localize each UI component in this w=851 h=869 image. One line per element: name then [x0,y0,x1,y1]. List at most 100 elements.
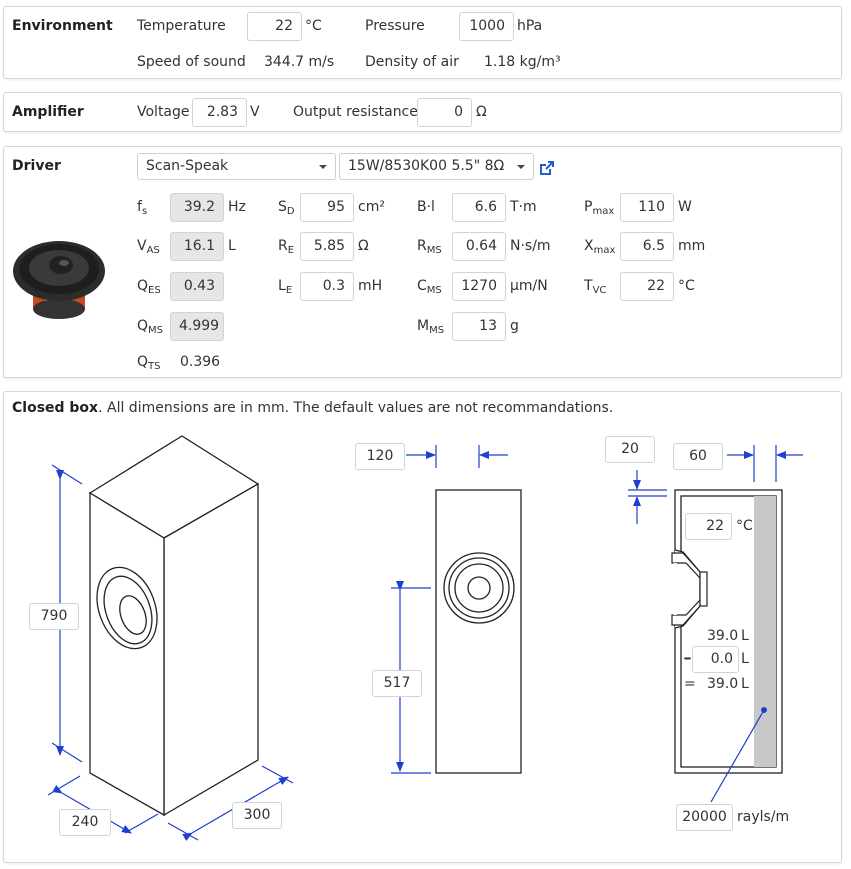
temperature-input[interactable]: 22 [247,12,302,41]
sd-label-sub: D [286,206,295,217]
xmax-label: Xmax [584,238,615,256]
tvc-input[interactable]: 22 [620,272,674,301]
model-select-value: 15W/8530K00 5.5" 8Ω [348,158,505,174]
mms-label-main: M [417,318,430,334]
le-label-sub: E [285,285,293,296]
fs-label-sub: s [141,206,148,217]
output-resistance-label: Output resistance [293,104,418,120]
sd-label-main: S [278,199,287,215]
qes-input[interactable]: 0.43 [170,272,224,301]
mms-label: MMS [417,318,444,336]
brand-select[interactable]: Scan-Speak [137,153,336,180]
voltage-label: Voltage [137,104,190,120]
bl-input[interactable]: 6.6 [452,193,506,222]
closed-box-title: Closed box [12,400,99,416]
re-label-main: R [278,238,288,254]
pressure-unit: hPa [517,18,543,34]
fs-input[interactable]: 39.2 [170,193,224,222]
qms-input[interactable]: 4.999 [170,312,224,341]
output-resistance-unit: Ω [476,104,487,120]
front-view [435,489,522,774]
le-input[interactable]: 0.3 [300,272,354,301]
environment-title: Environment [12,18,113,34]
density-of-air-value: 1.18 kg/m³ [484,54,561,70]
output-resistance-input[interactable]: 0 [417,98,472,127]
pmax-label: Pmax [584,199,614,217]
brand-select-value: Scan-Speak [146,158,229,174]
pmax-input[interactable]: 110 [620,193,674,222]
le-label-main: L [278,278,286,294]
damping-material [754,496,776,767]
box-width-input[interactable]: 240 [59,809,111,836]
qts-label-main: Q [137,354,149,370]
re-label-sub: E [287,245,295,256]
box-depth-input[interactable]: 300 [232,802,282,829]
mms-input[interactable]: 13 [452,312,506,341]
tvc-label-sub: VC [592,285,607,296]
driver-height-input[interactable]: 517 [372,670,422,697]
vas-label-main: V [137,238,147,254]
cms-input[interactable]: 1270 [452,272,506,301]
voltage-input[interactable]: 2.83 [192,98,247,127]
rms-label-sub: MS [426,245,442,256]
model-select[interactable]: 15W/8530K00 5.5" 8Ω [339,153,534,180]
le-label: LE [278,278,292,296]
amplifier-panel: Amplifier Voltage 2.83 V Output resistan… [3,92,842,132]
amplifier-title: Amplifier [12,104,84,120]
volume-minus-input[interactable]: 0.0 [692,646,739,673]
volume-gross-unit: L [741,628,749,644]
front-width-input[interactable]: 120 [355,443,405,470]
qes-label: QES [137,278,161,296]
speaker-driver-image [13,241,105,319]
cms-label: CMS [417,278,442,296]
wall-thickness-input[interactable]: 20 [605,436,655,463]
volume-gross-value: 39.0 [707,628,739,644]
re-input[interactable]: 5.85 [300,232,354,261]
temperature-unit: °C [305,18,322,34]
pressure-input[interactable]: 1000 [459,12,514,41]
xmax-input[interactable]: 6.5 [620,232,674,261]
qes-label-main: Q [137,278,149,294]
external-link-icon[interactable] [539,160,555,176]
box-temperature-input[interactable]: 22 [685,513,732,540]
mms-unit: g [510,318,519,334]
pmax-label-sub: max [592,206,615,217]
volume-equals-sign: = [684,676,696,692]
xmax-unit: mm [678,238,706,254]
le-unit: mH [358,278,383,294]
speed-of-sound-value: 344.7 m/s [264,54,335,70]
qts-label-sub: TS [148,361,161,372]
vas-unit: L [228,238,236,254]
driver-title: Driver [12,158,61,174]
flow-resistivity-unit: rayls/m [737,809,790,825]
qms-label: QMS [137,318,163,336]
mms-label-sub: MS [429,325,445,336]
re-unit: Ω [358,238,369,254]
rms-label: RMS [417,238,442,256]
xmax-label-main: X [584,238,594,254]
vas-label-sub: AS [146,245,160,256]
isometric-box [88,435,260,817]
chevron-down-icon [319,165,327,169]
rms-input[interactable]: 0.64 [452,232,506,261]
re-label: RE [278,238,294,256]
flow-resistivity-input[interactable]: 20000 [676,804,733,831]
closed-box-description: . All dimensions are in mm. The default … [98,400,614,416]
cms-label-sub: MS [426,285,442,296]
damping-thickness-input[interactable]: 60 [673,443,723,470]
box-height-input[interactable]: 790 [29,603,79,630]
sd-input[interactable]: 95 [300,193,354,222]
voltage-unit: V [250,104,260,120]
pmax-label-main: P [584,199,593,215]
volume-minus-sign: – [684,651,691,667]
vas-label: VAS [137,238,160,256]
vas-input[interactable]: 16.1 [170,232,224,261]
qts-value: 0.396 [180,354,221,370]
pressure-label: Pressure [365,18,425,34]
fs-label-main: f [137,199,142,215]
qms-label-sub: MS [148,325,164,336]
tvc-label: TVC [584,278,606,296]
pmax-unit: W [678,199,692,215]
bl-label: B·l [417,199,435,215]
